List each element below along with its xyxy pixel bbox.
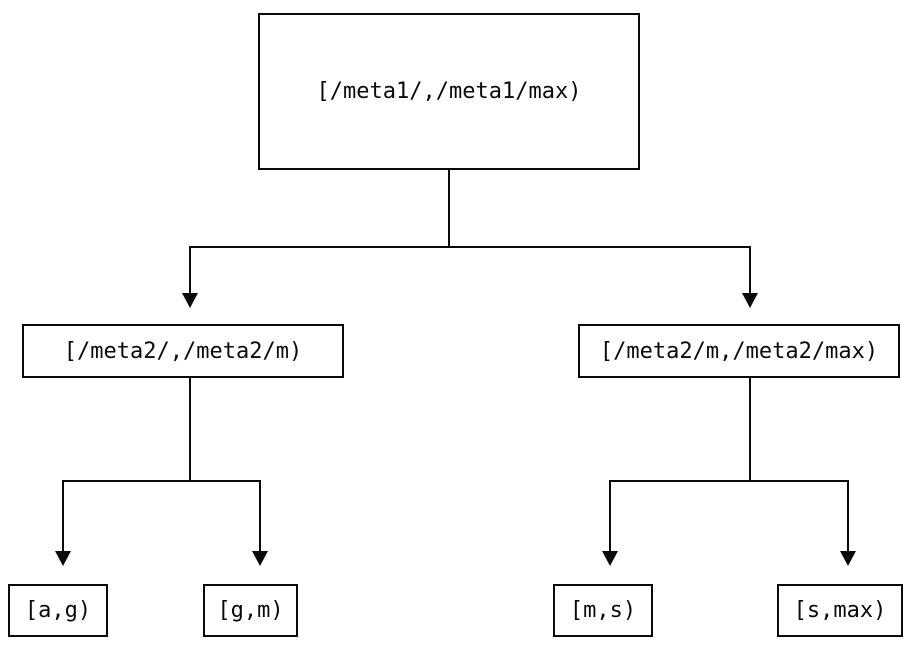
tree-node-left: [/meta2/,/meta2/m) xyxy=(22,324,344,378)
tree-node-right-left: [m,s) xyxy=(553,584,653,637)
connector-right-left-drop xyxy=(609,480,611,552)
arrow-down-icon xyxy=(182,293,198,308)
connector-left-stem xyxy=(189,378,191,482)
connector-right-right-drop xyxy=(847,480,849,552)
arrow-down-icon xyxy=(602,551,618,566)
arrow-down-icon xyxy=(840,551,856,566)
arrow-down-icon xyxy=(742,293,758,308)
connector-left-right-drop xyxy=(259,480,261,552)
tree-node-root: [/meta1/,/meta1/max) xyxy=(258,13,640,170)
connector-root-left-drop xyxy=(189,246,191,294)
arrow-down-icon xyxy=(55,551,71,566)
connector-right-crossbar xyxy=(609,480,849,482)
arrow-down-icon xyxy=(252,551,268,566)
tree-node-right: [/meta2/m,/meta2/max) xyxy=(578,324,900,378)
connector-root-stem xyxy=(448,170,450,247)
tree-node-left-right: [g,m) xyxy=(203,584,298,637)
connector-root-crossbar xyxy=(189,246,751,248)
connector-left-crossbar xyxy=(62,480,261,482)
connector-left-left-drop xyxy=(62,480,64,552)
connector-right-stem xyxy=(749,378,751,482)
connector-root-right-drop xyxy=(749,246,751,294)
tree-node-left-left: [a,g) xyxy=(8,584,108,637)
tree-node-right-right: [s,max) xyxy=(777,584,903,637)
